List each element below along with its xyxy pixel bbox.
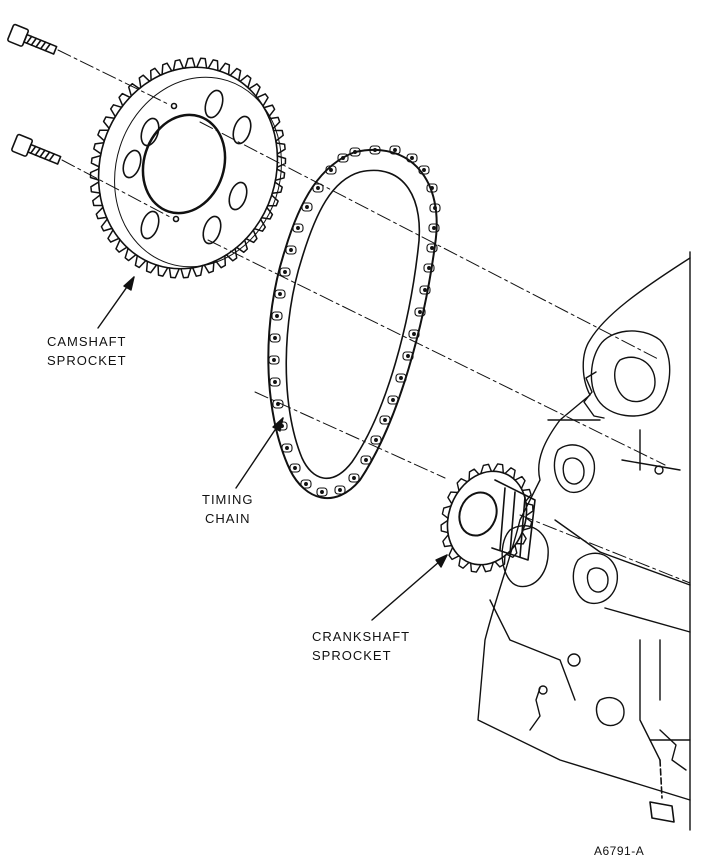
chain-link: [285, 245, 297, 255]
chain-pin: [283, 270, 287, 274]
timing-chain-drawing: [267, 145, 441, 499]
chain-link: [387, 395, 399, 405]
crankshaft-sprocket-teeth: [440, 463, 534, 573]
chain-pin: [427, 266, 431, 270]
chain-pin: [430, 246, 434, 250]
chain-link: [419, 285, 431, 295]
chain-link: [402, 351, 414, 361]
camshaft-label-line1: CAMSHAFT: [47, 334, 127, 349]
figure-code: A6791-A: [594, 844, 645, 858]
chain-link: [337, 153, 349, 163]
chain-link: [428, 223, 440, 233]
chain-pin: [423, 288, 427, 292]
chain-pin: [364, 458, 368, 462]
timing-chain-label: TIMING CHAIN: [202, 490, 254, 528]
crankshaft-sprocket-drawing: [440, 463, 536, 573]
woodruff-key-icon: [649, 759, 675, 823]
camshaft-sprocket-label: CAMSHAFT SPROCKET: [47, 332, 127, 370]
crankshaft-label-line2: SPROCKET: [312, 648, 392, 663]
chain-pin: [305, 205, 309, 209]
crankshaft-sprocket-label: CRANKSHAFT SPROCKET: [312, 627, 410, 665]
chain-link: [312, 183, 324, 193]
chain-pin: [352, 476, 356, 480]
chain-link: [316, 487, 328, 497]
chain-pin: [373, 148, 377, 152]
chain-link: [268, 355, 280, 365]
bolt-lower-icon: [11, 133, 62, 165]
chain-link: [272, 399, 284, 409]
crankshaft-label-line1: CRANKSHAFT: [312, 629, 411, 644]
chain-pin: [341, 156, 345, 160]
chain-pin: [383, 418, 387, 422]
chain-link: [279, 267, 291, 277]
chain-link: [395, 373, 407, 383]
chain-link: [281, 443, 293, 453]
bolt-upper-icon: [7, 23, 58, 55]
chain-link: [325, 165, 337, 175]
chain-link: [426, 243, 438, 253]
chain-pin: [374, 438, 378, 442]
chain-link: [389, 145, 401, 155]
chain-pin: [406, 354, 410, 358]
chain-pin: [320, 490, 324, 494]
chain-pin: [399, 376, 403, 380]
chain-link: [292, 223, 304, 233]
leader-arrows: [97, 276, 448, 621]
chain-link: [300, 479, 312, 489]
camshaft-sprocket-drawing: [89, 57, 287, 279]
chain-link: [370, 435, 382, 445]
chain-link: [408, 329, 420, 339]
chain-pin: [432, 226, 436, 230]
chain-link: [414, 307, 426, 317]
chain-pin: [353, 150, 357, 154]
chain-pin: [316, 186, 320, 190]
chain-pin: [272, 358, 276, 362]
chain-link: [379, 415, 391, 425]
chain-pin: [296, 226, 300, 230]
timing-chain-label-line1: TIMING: [202, 492, 254, 507]
chain-pin: [275, 314, 279, 318]
chain-pin: [393, 148, 397, 152]
chain-pin: [285, 446, 289, 450]
chain-link: [269, 333, 281, 343]
chain-pin: [422, 168, 426, 172]
chain-link: [418, 165, 430, 175]
assembly-centerlines: [57, 49, 691, 584]
chain-link: [301, 202, 313, 212]
chain-pin: [276, 402, 280, 406]
chain-pin: [430, 186, 434, 190]
chain-link: [426, 183, 438, 193]
chain-link: [269, 377, 281, 387]
chain-pin: [391, 398, 395, 402]
chain-link: [274, 289, 286, 299]
chain-link: [360, 455, 372, 465]
chain-link: [289, 463, 301, 473]
chain-pin: [273, 336, 277, 340]
chain-link: [334, 485, 346, 495]
chain-link: [348, 473, 360, 483]
chain-link: [271, 311, 283, 321]
chain-link: [429, 203, 441, 213]
camshaft-sprocket-teeth: [89, 57, 287, 279]
chain-pin: [293, 466, 297, 470]
chain-pin: [412, 332, 416, 336]
chain-pin: [304, 482, 308, 486]
camshaft-label-line2: SPROCKET: [47, 353, 127, 368]
engine-block-drawing: [477, 251, 691, 831]
chain-pin: [338, 488, 342, 492]
chain-pin: [273, 380, 277, 384]
chain-link: [423, 263, 435, 273]
chain-pin: [278, 292, 282, 296]
chain-pin: [410, 156, 414, 160]
timing-chain-label-line2: CHAIN: [205, 511, 251, 526]
chain-pin: [433, 206, 437, 210]
chain-pin: [329, 168, 333, 172]
chain-link: [369, 145, 381, 155]
chain-link: [406, 153, 418, 163]
chain-link: [349, 147, 361, 157]
chain-pin: [289, 248, 293, 252]
chain-pin: [418, 310, 422, 314]
